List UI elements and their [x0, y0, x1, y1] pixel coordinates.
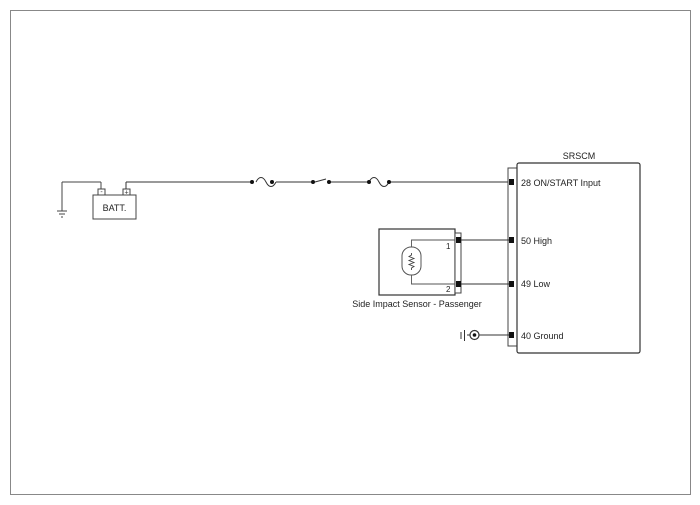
- pin-terminal-28: [509, 179, 514, 185]
- battery-neg-terminal: [97, 188, 106, 196]
- pin-terminal-50: [509, 237, 514, 243]
- fuse-1: [255, 177, 277, 187]
- pin-40-label: 40 Ground: [521, 331, 564, 341]
- sensor-element-housing: [401, 246, 422, 276]
- sensor-pin-1-label: 1: [446, 242, 451, 251]
- battery-body: [92, 194, 137, 220]
- pin-50-label: 50 High: [521, 236, 552, 246]
- chassis-ground-icon: [460, 329, 480, 341]
- fuse-2: [368, 177, 390, 187]
- pin-terminal-49: [509, 281, 514, 287]
- side-impact-sensor: 1 2 Side Impact Sensor - Passenger: [352, 228, 482, 309]
- sensor-connector: [454, 232, 462, 294]
- sensor-label: Side Impact Sensor - Passenger: [352, 299, 482, 309]
- module-title: SRSCM: [563, 151, 596, 161]
- battery-label: BATT.: [103, 203, 127, 213]
- module-body: [516, 162, 641, 354]
- power-circuit: [125, 177, 509, 189]
- sensor-internal-wire-2: [411, 275, 455, 285]
- battery-neg-sign: -: [100, 189, 103, 196]
- sensor-internal-wire-1: [411, 239, 455, 247]
- connector-dots: [250, 180, 391, 184]
- srscm-module: SRSCM 28 ON/START Input 50 High 49 Low 4…: [507, 151, 641, 354]
- battery-pos-sign: +: [124, 190, 128, 197]
- sensor-pin-2-label: 2: [446, 285, 451, 294]
- resistor-icon: [407, 253, 416, 270]
- pin-28-label: 28 ON/START Input: [521, 178, 601, 188]
- sensor-pin-terminal-1: [456, 237, 461, 243]
- pin-49-label: 49 Low: [521, 279, 551, 289]
- ground-icon: [57, 182, 67, 218]
- pin-terminal-40: [509, 332, 514, 338]
- battery: - + BATT.: [92, 188, 137, 220]
- diagram-border: [10, 10, 691, 495]
- sensor-pin-terminal-2: [456, 281, 461, 287]
